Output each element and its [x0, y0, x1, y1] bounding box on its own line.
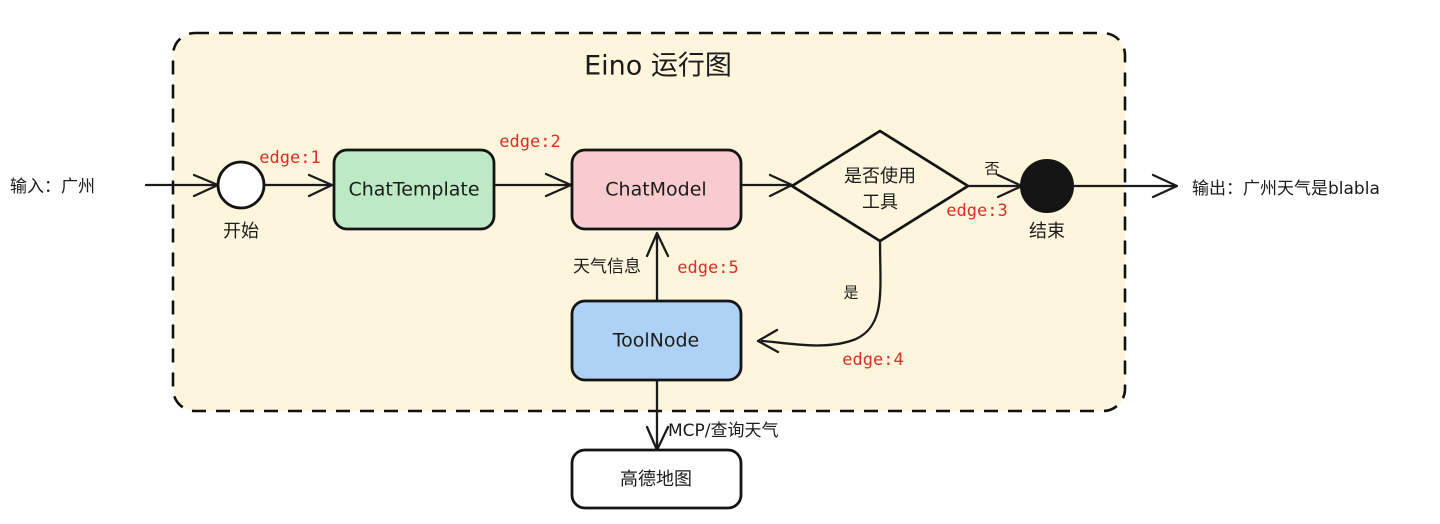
edge-1-label: edge:1: [259, 148, 320, 168]
edge-6-label: MCP/查询天气: [668, 421, 779, 441]
node-end[interactable]: 结束: [1020, 159, 1074, 242]
node-start[interactable]: 开始: [216, 160, 266, 242]
input-label: 输入：广州: [10, 177, 95, 197]
edge-5-label: edge:5: [677, 258, 738, 278]
node-decision-label-line1: 是否使用: [844, 166, 916, 187]
output-label: 输出：广州天气是blabla: [1192, 179, 1380, 199]
edge-2-label: edge:2: [499, 132, 560, 152]
node-tool-node-label: ToolNode: [612, 330, 700, 352]
edge-5-condition-label: 天气信息: [573, 257, 641, 277]
node-chat-template-label: ChatTemplate: [348, 179, 479, 201]
node-chat-model[interactable]: ChatModel: [570, 148, 743, 231]
node-chat-model-label: ChatModel: [605, 179, 706, 201]
edge-3-label: edge:3: [946, 201, 1007, 221]
node-amap-label: 高德地图: [620, 469, 692, 490]
edge-3-condition-label: 否: [984, 160, 999, 178]
node-tool-node[interactable]: ToolNode: [570, 299, 743, 382]
node-end-label: 结束: [1029, 221, 1065, 242]
node-amap[interactable]: 高德地图: [570, 448, 743, 510]
node-chat-template[interactable]: ChatTemplate: [332, 148, 496, 231]
edge-5: 天气信息 edge:5: [573, 231, 739, 302]
node-decision-label-line2: 工具: [862, 192, 898, 213]
edge-4-label: edge:4: [842, 350, 903, 370]
edge-4-condition-label: 是: [843, 284, 858, 302]
edge-3: 否 edge:3: [946, 160, 1024, 221]
node-start-label: 开始: [223, 221, 259, 242]
edge-6: MCP/查询天气: [645, 379, 779, 452]
edge-4: 是 edge:4: [756, 239, 904, 370]
edge-1: edge:1: [259, 148, 334, 198]
edge-end-to-output: [1071, 173, 1179, 199]
graph-title: Eino 运行图: [584, 51, 732, 82]
